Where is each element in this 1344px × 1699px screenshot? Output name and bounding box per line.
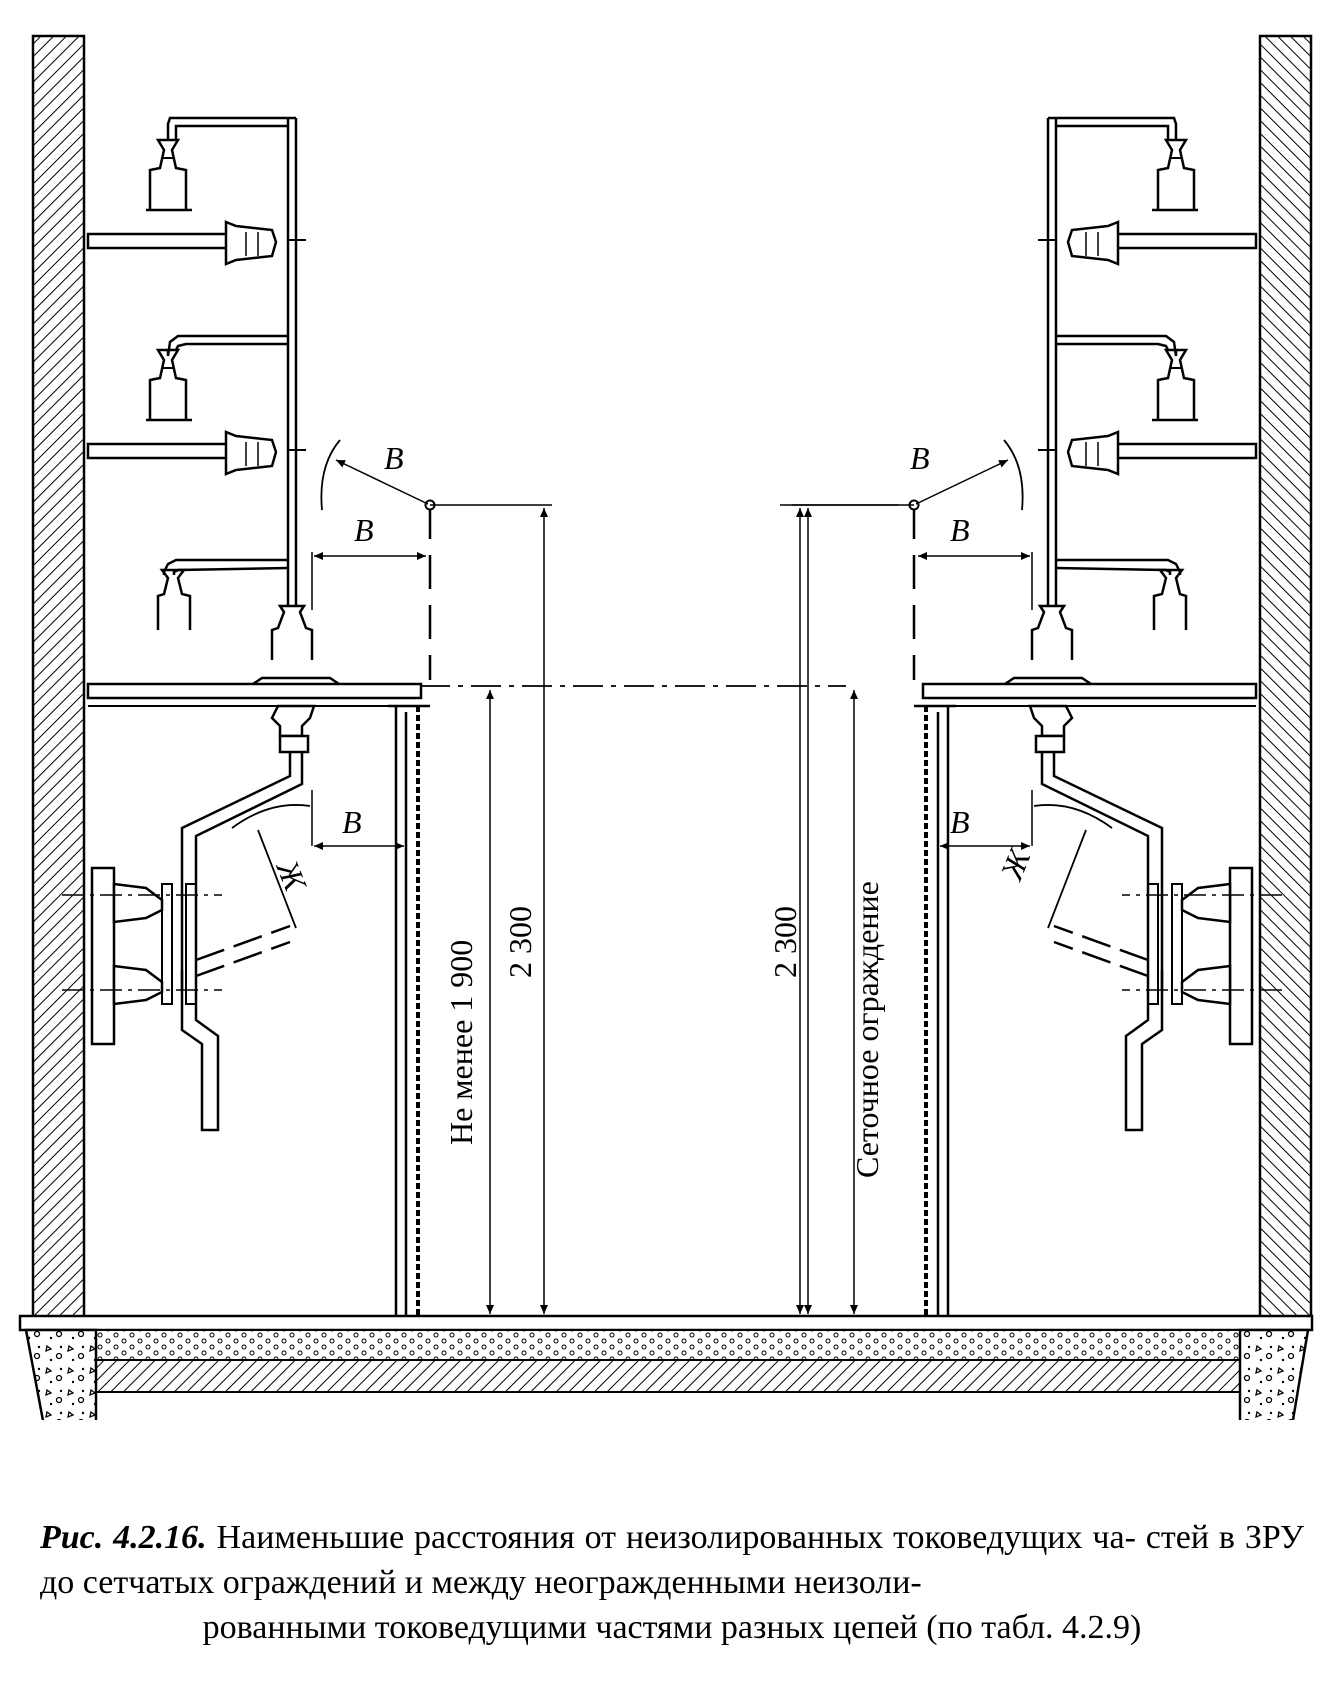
figure-caption: Рис. 4.2.16. Наименьшие расстояния от не… bbox=[40, 1515, 1304, 1650]
right-foundation bbox=[1238, 1328, 1310, 1420]
label-v-lower-left: В bbox=[342, 804, 362, 840]
caption-figure-number: Рис. 4.2.16. bbox=[40, 1519, 207, 1556]
floor-screed bbox=[95, 1329, 1241, 1361]
floor-base bbox=[95, 1359, 1241, 1393]
floor-slab bbox=[18, 1314, 1314, 1332]
label-v-lower-right: В bbox=[950, 804, 970, 840]
label-v-upper-left: В bbox=[354, 512, 374, 548]
label-zh-right: Ж bbox=[993, 842, 1038, 885]
dim-label-2300-right: 2 300 bbox=[767, 906, 803, 978]
caption-line-3: рованными токоведущими частями разных це… bbox=[202, 1609, 1142, 1646]
dim-label-min-1900: Не менее 1 900 bbox=[443, 940, 479, 1145]
dim-label-2300-left: 2 300 bbox=[502, 906, 538, 978]
label-zh-left: Ж bbox=[269, 854, 314, 897]
left-foundation bbox=[24, 1328, 98, 1420]
label-mesh-fence: Сеточное ограждение bbox=[849, 881, 885, 1178]
label-v-upper-right: В bbox=[950, 512, 970, 548]
caption-line-2: стей в ЗРУ до сетчатых ограждений и межд… bbox=[40, 1519, 1305, 1601]
label-v-arc-right: В bbox=[910, 440, 930, 476]
switchgear-clearance-diagram: В В В Ж В В В Ж Не менее 1 900 2 300 2 3… bbox=[18, 0, 1314, 1420]
label-v-arc-left: В bbox=[384, 440, 404, 476]
caption-line-1: Наименьшие расстояния от неизолированных… bbox=[216, 1519, 1136, 1556]
